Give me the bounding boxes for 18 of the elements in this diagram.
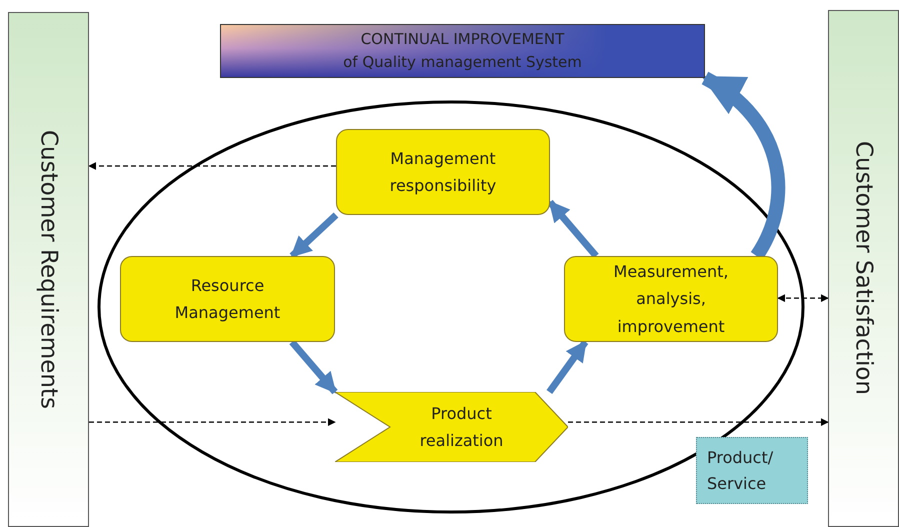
block-arrow <box>546 340 588 394</box>
connector-arrow <box>88 162 336 170</box>
process-box: Measurement, analysis, improvement <box>564 256 778 342</box>
process-box: Resource Management <box>120 256 335 342</box>
output-box: Product/ Service <box>696 437 808 504</box>
connector-arrow <box>777 294 829 302</box>
process-box: Management responsibility <box>336 129 550 215</box>
node-label: Customer Requirements <box>36 130 62 409</box>
block-arrow <box>289 340 338 394</box>
side-band <box>8 12 89 527</box>
side-band <box>828 10 899 527</box>
node-label: Product realization <box>418 402 504 452</box>
connector-arrow <box>89 418 336 426</box>
block-arrow <box>547 200 599 258</box>
connector-arrow <box>568 418 829 426</box>
title-banner: CONTINUAL IMPROVEMENT of Quality management System <box>220 24 705 78</box>
block-arrow <box>290 212 338 259</box>
node-label: Customer Satisfaction <box>850 141 876 396</box>
